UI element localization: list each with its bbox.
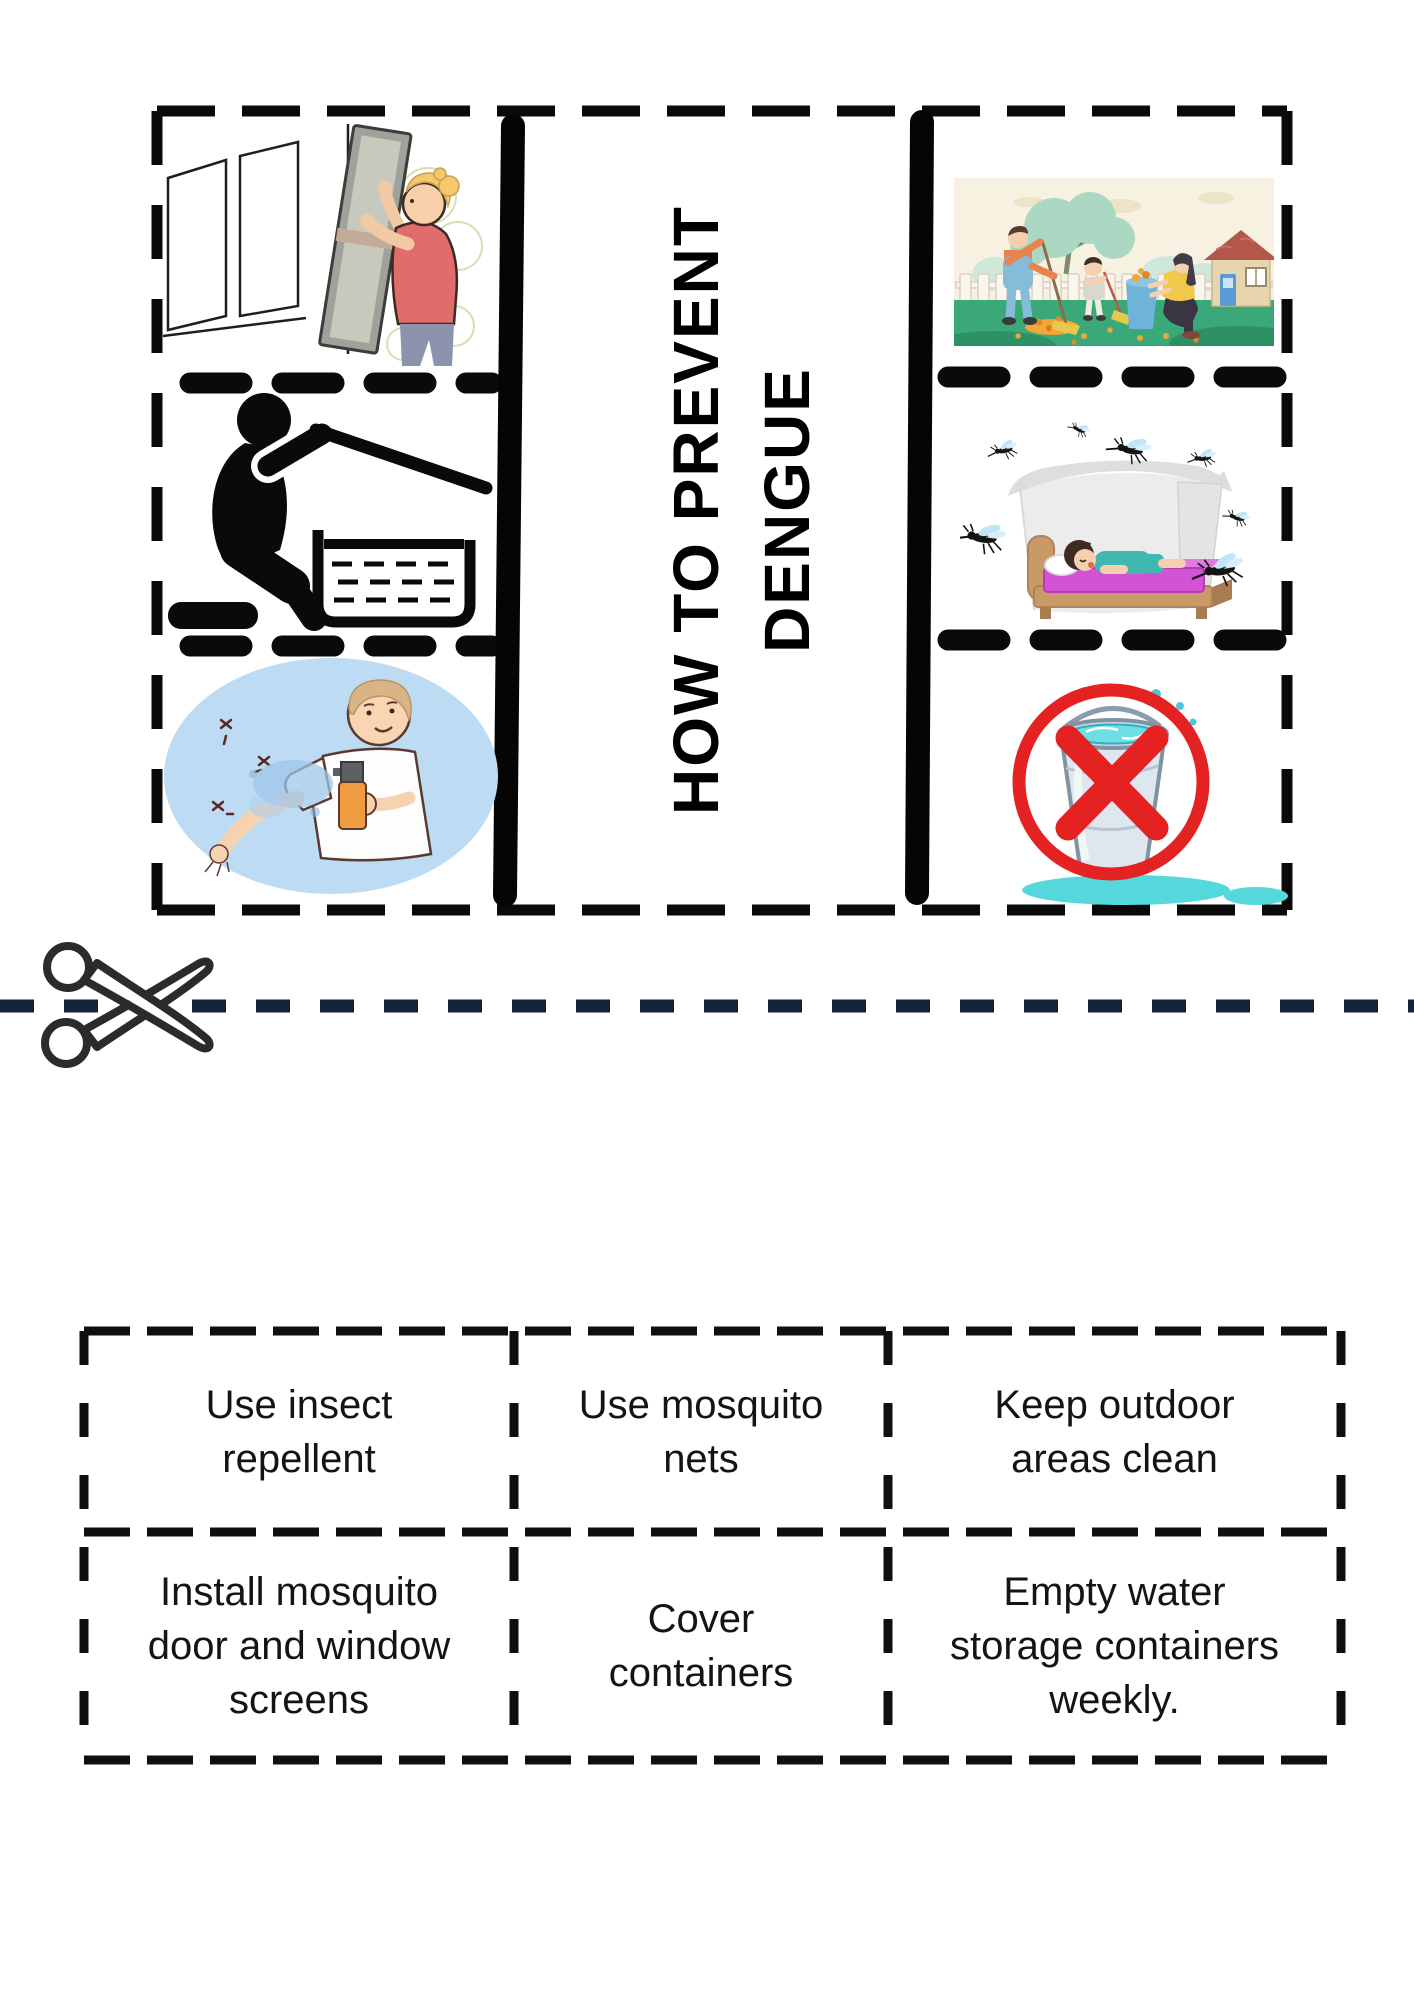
no-standing-water-illustration: [1012, 683, 1288, 905]
table-cell-use-mosquito-nets: Use mosquito nets: [578, 1382, 824, 1481]
poster-title-line2: DENGUE: [751, 367, 823, 653]
poster-row-dividers: [179, 366, 1289, 657]
container-lid: [309, 423, 493, 495]
poster-outer-border: [151, 105, 1293, 916]
table-cell-cover-containers: Cover containers: [608, 1597, 794, 1695]
woman-figure: [360, 167, 460, 366]
man-raking: [1002, 226, 1080, 335]
kid-sweeping: [1083, 257, 1131, 325]
water-container: [312, 530, 476, 628]
table-cell-empty-water-containers: Empty water storage containers weekly.: [949, 1570, 1280, 1722]
mosquito-net-illustration: [960, 418, 1253, 619]
table-cell-keep-outdoor-areas-clean: Keep outdoor areas clean: [994, 1382, 1235, 1481]
poster-column-bars: [493, 110, 934, 907]
table-cell-use-insect-repellent: Use insect repellent: [205, 1382, 393, 1481]
table-cell-install-screens: Install mosquito door and window screens: [147, 1570, 451, 1722]
boy-figure: [204, 679, 433, 877]
scissors-icon: [41, 942, 214, 1068]
woman-collecting: [1126, 253, 1200, 339]
window: [162, 124, 350, 354]
install-window-screen-illustration: [162, 124, 483, 366]
poster-title: HOW TO PREVENT DENGUE: [651, 205, 833, 815]
poster-title-line1: HOW TO PREVENT: [660, 205, 733, 815]
sleeping-child: [1064, 540, 1186, 574]
house: [1204, 230, 1274, 307]
keep-outdoor-clean-illustration: [954, 178, 1274, 346]
matching-table: Use insect repellent Use mosquito nets K…: [84, 1331, 1341, 1760]
insect-repellent-illustration: [164, 658, 498, 894]
prohibition-sign: [1012, 683, 1210, 881]
table-rules: [79, 1326, 1346, 1765]
cover-container-illustration: [168, 393, 493, 631]
water-puddle: [1022, 875, 1230, 905]
